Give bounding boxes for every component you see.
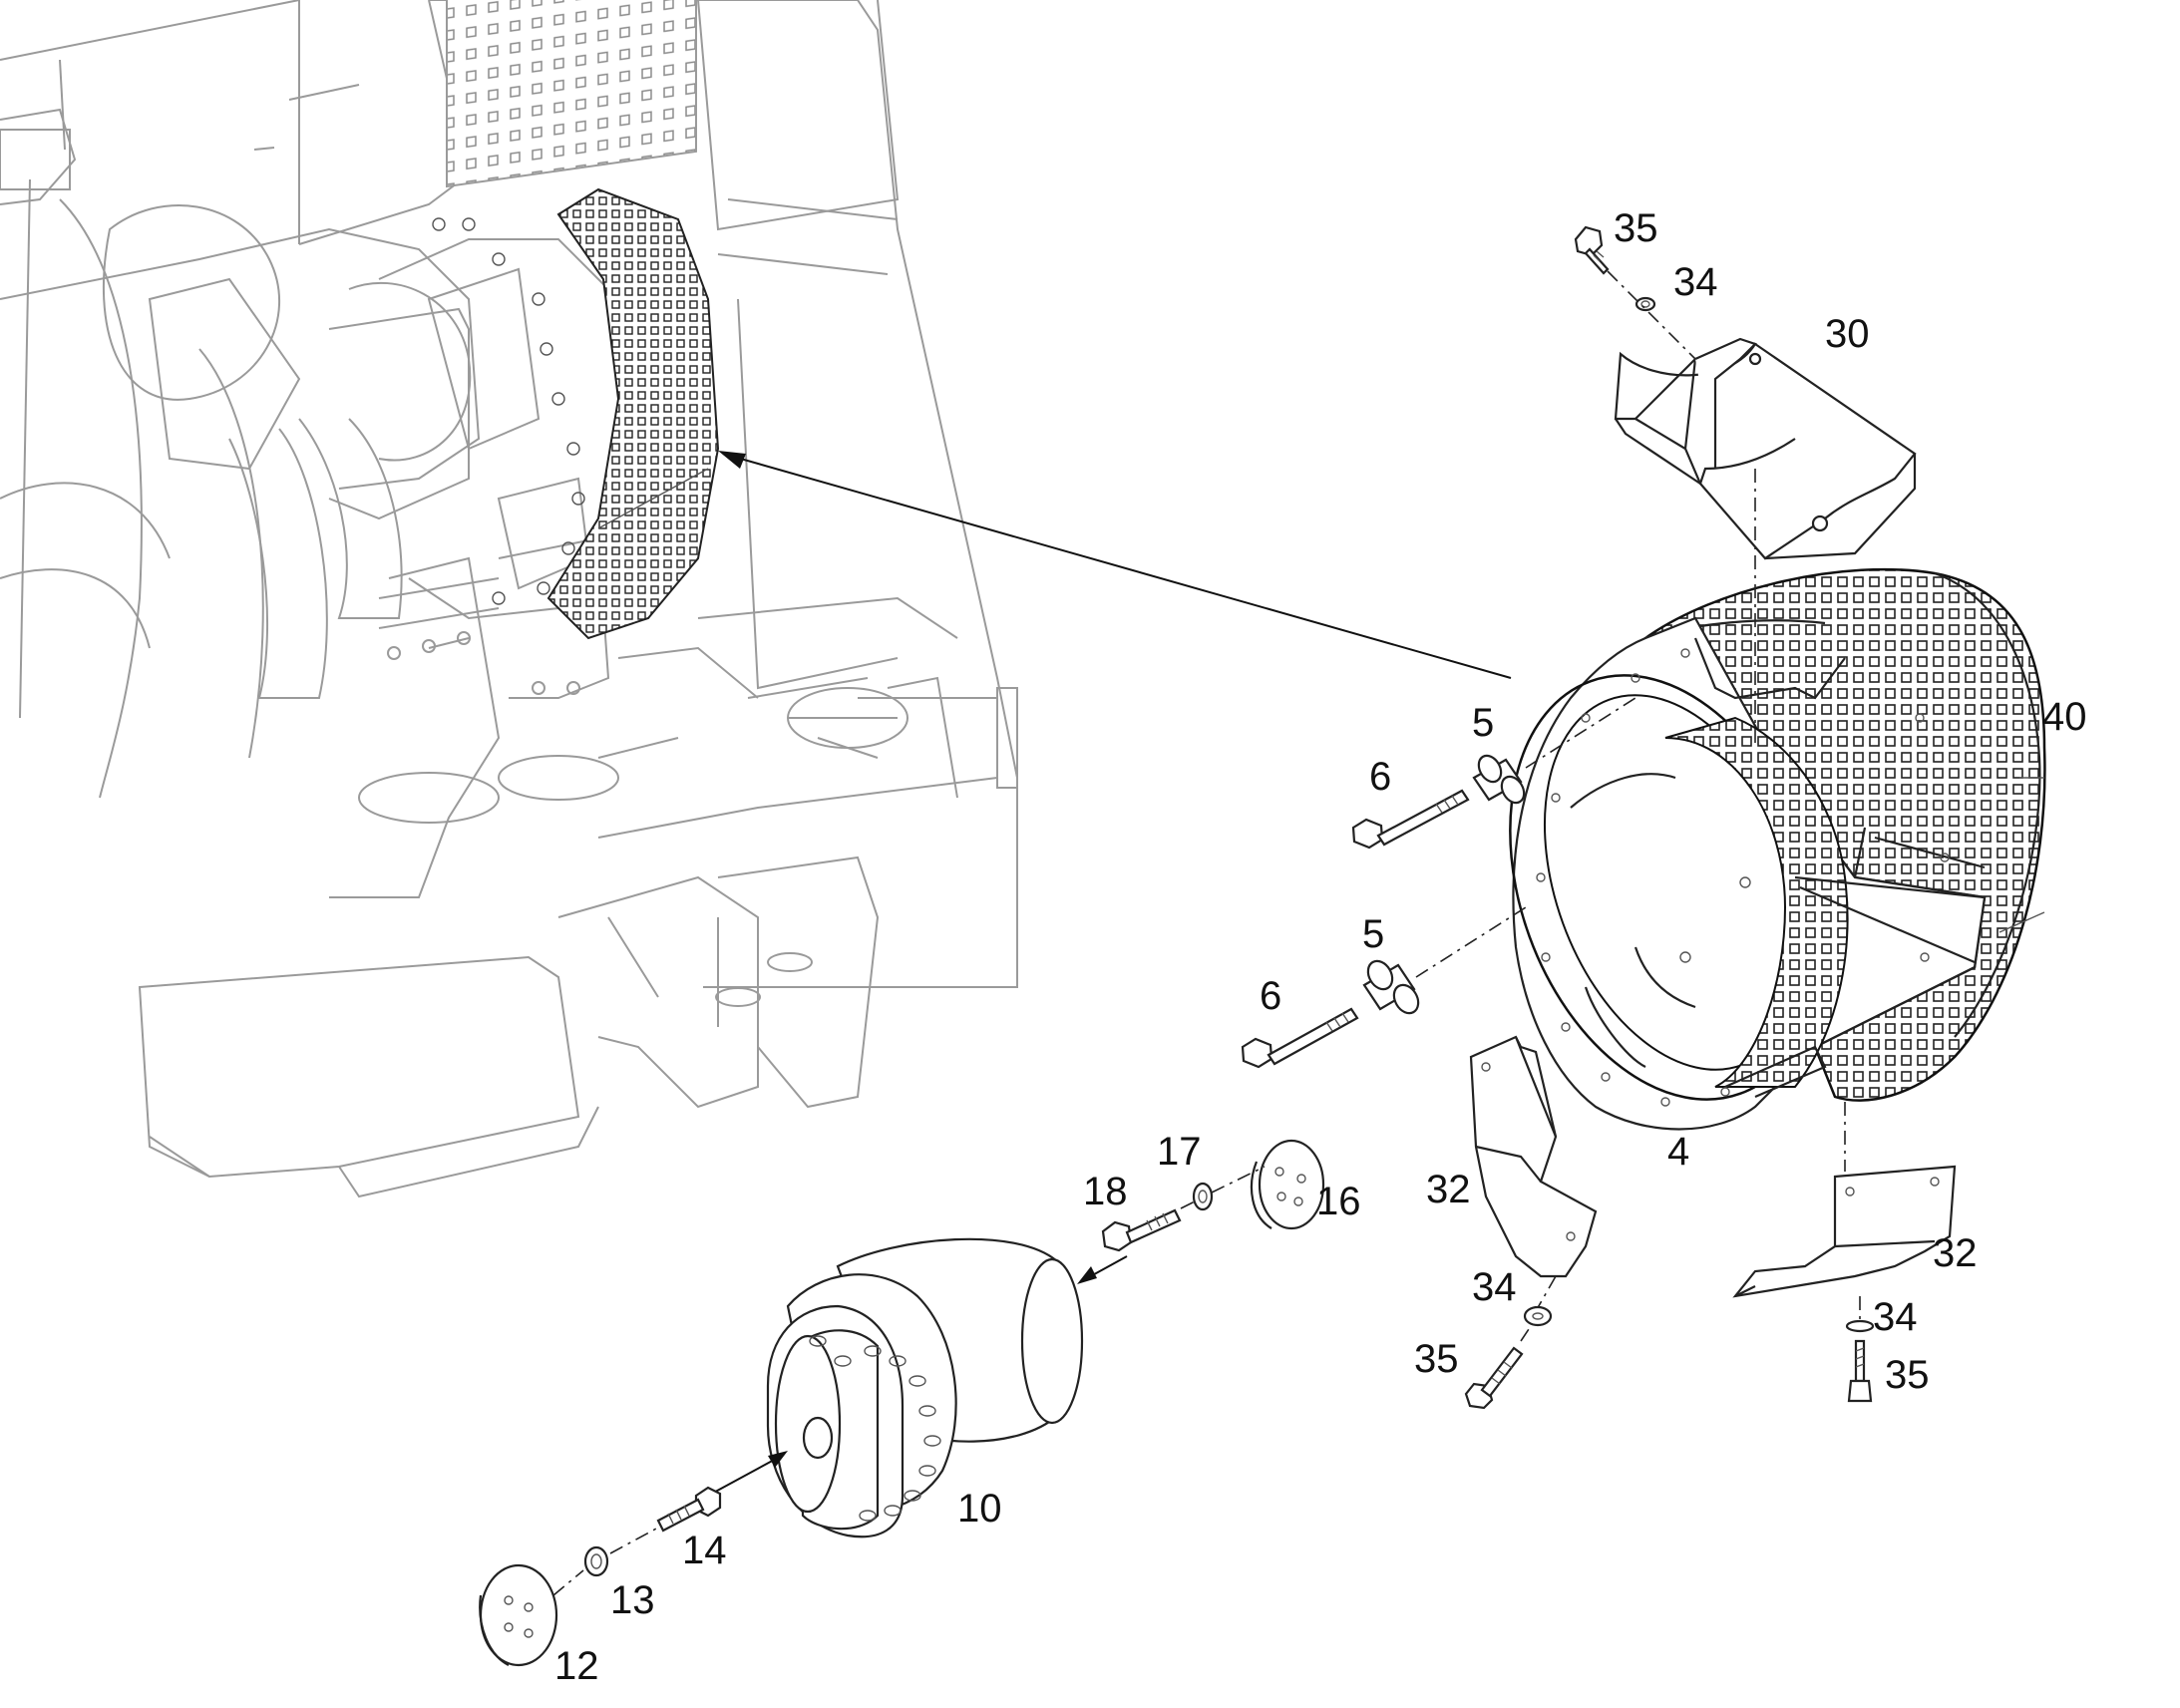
callout-34-left: 34 <box>1472 1265 1517 1309</box>
callout-32-left: 32 <box>1426 1168 1471 1211</box>
callout-12: 12 <box>554 1644 599 1688</box>
coupling-arrow-out <box>1077 1255 1128 1284</box>
callout-35-top: 35 <box>1614 206 1658 250</box>
callout-5-upper: 5 <box>1472 701 1494 745</box>
callout-14: 14 <box>682 1529 727 1572</box>
callout-6-upper: 6 <box>1369 755 1391 799</box>
coupling-10 <box>766 1237 1084 1538</box>
machine-assembly <box>0 0 1018 1198</box>
disc-16 <box>1250 1139 1325 1230</box>
washer-13 <box>583 1545 609 1577</box>
bracket-32-left <box>1469 1035 1598 1278</box>
bolt-6-upper <box>1351 789 1470 850</box>
callout-17: 17 <box>1157 1130 1202 1174</box>
washer-34-right <box>1845 1319 1875 1333</box>
callout-18: 18 <box>1083 1170 1128 1213</box>
callout-34-top: 34 <box>1673 260 1718 304</box>
fan-ring-4 <box>1509 616 1987 1131</box>
assembly-leader-arrow <box>718 451 1512 679</box>
washer-17 <box>1192 1182 1214 1211</box>
callout-34-right: 34 <box>1873 1295 1918 1339</box>
spacer-5-lower <box>1362 959 1420 1015</box>
bracket-32-right <box>1732 1165 1957 1298</box>
callout-10: 10 <box>957 1487 1002 1531</box>
bolt-18 <box>1101 1208 1182 1252</box>
callout-16: 16 <box>1316 1180 1361 1223</box>
spacer-5-upper <box>1472 754 1526 805</box>
bolt-14 <box>656 1486 722 1533</box>
bolt-6-lower <box>1241 1007 1359 1069</box>
callout-6-lower: 6 <box>1260 974 1281 1018</box>
callout-40: 40 <box>2042 695 2087 739</box>
callout-32-right: 32 <box>1933 1231 1978 1275</box>
washer-34-left <box>1523 1305 1553 1327</box>
callout-13: 13 <box>610 1578 655 1622</box>
callout-labels: 35 34 30 40 5 6 5 6 4 32 32 34 35 34 35 … <box>554 206 2087 1688</box>
callout-35-left: 35 <box>1414 1337 1459 1381</box>
fan-housing-40 <box>1643 567 2046 1102</box>
washer-34-top <box>1635 296 1656 312</box>
callout-30: 30 <box>1825 312 1870 356</box>
callout-35-right: 35 <box>1885 1353 1930 1397</box>
bracket-30 <box>1614 337 1917 560</box>
callout-5-lower: 5 <box>1362 912 1384 956</box>
bolt-35-left <box>1464 1346 1524 1410</box>
disc-12 <box>479 1563 558 1667</box>
bolt-35-top <box>1574 225 1610 275</box>
coupling-arrow-in <box>707 1451 788 1497</box>
callout-4: 4 <box>1667 1130 1689 1174</box>
bolt-35-right <box>1847 1339 1873 1403</box>
